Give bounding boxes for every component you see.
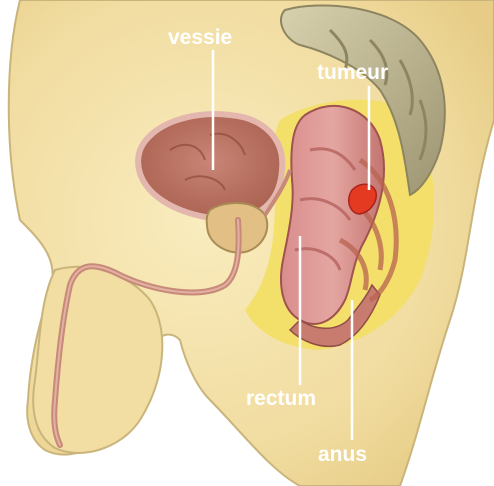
label-anus: anus (318, 443, 367, 466)
label-tumeur: tumeur (317, 61, 388, 84)
label-vessie: vessie (168, 26, 232, 49)
label-rectum: rectum (246, 387, 316, 410)
